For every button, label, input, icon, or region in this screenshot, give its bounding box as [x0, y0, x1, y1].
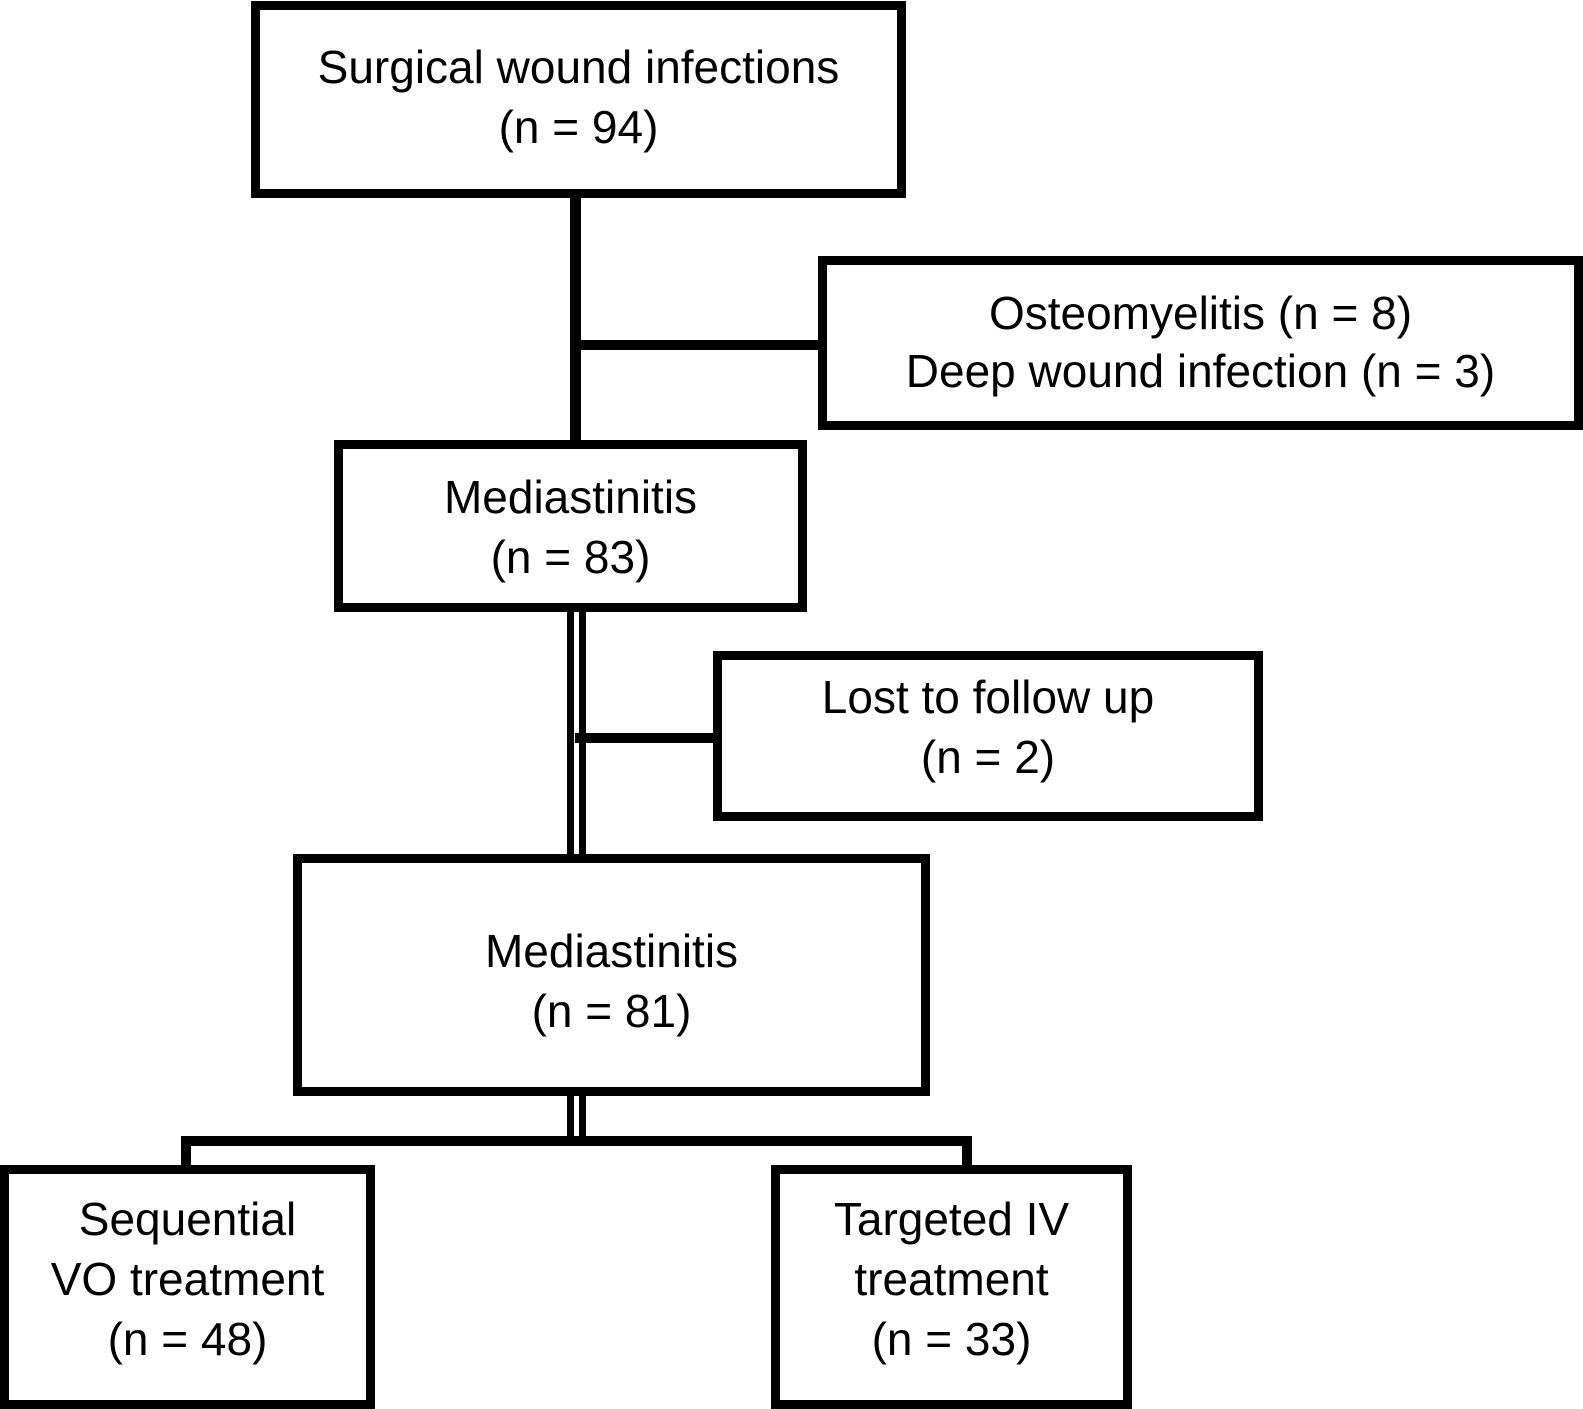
box-line-2: (n = 2) [920, 731, 1056, 783]
box-lost-to-follow-up: Lost to follow up (n = 2) [713, 651, 1263, 821]
connector-mid2-down-a [567, 1085, 574, 1145]
box-excluded-osteomyelitis-deep-wound: Osteomyelitis (n = 8) Deep wound infecti… [818, 256, 1583, 430]
connector-to-excluded-2 [575, 733, 718, 743]
connector-branch-horizontal [181, 1136, 972, 1146]
box-title: Mediastinitis [443, 471, 698, 523]
box-line-1: Sequential [78, 1193, 297, 1245]
box-line-1: Osteomyelitis (n = 8) [988, 287, 1413, 339]
box-count: (n = 94) [498, 101, 659, 153]
connector-mid2-down-b [579, 1085, 586, 1145]
connector-branch-left-drop [181, 1136, 191, 1174]
box-count: (n = 48) [107, 1313, 268, 1365]
box-line-1: Targeted IV [833, 1193, 1070, 1245]
box-title: Mediastinitis [484, 925, 739, 977]
box-line-2: Deep wound infection (n = 3) [905, 345, 1496, 397]
box-line-1: Lost to follow up [821, 671, 1155, 723]
box-line-2: treatment [854, 1253, 1049, 1305]
connector-mid1-to-mid2-a [567, 604, 574, 862]
box-sequential-vo-treatment: Sequential VO treatment (n = 48) [0, 1165, 375, 1409]
connector-to-excluded-1 [575, 340, 823, 350]
box-count: (n = 83) [490, 531, 651, 583]
box-mediastinitis-81: Mediastinitis (n = 81) [293, 854, 930, 1096]
box-targeted-iv-treatment: Targeted IV treatment (n = 33) [771, 1165, 1132, 1409]
connector-branch-right-drop [962, 1136, 972, 1174]
box-mediastinitis-83: Mediastinitis (n = 83) [334, 440, 807, 612]
box-count: (n = 33) [871, 1313, 1032, 1365]
box-title: Surgical wound infections [317, 41, 840, 93]
box-line-2: VO treatment [50, 1253, 325, 1305]
box-surgical-wound-infections: Surgical wound infections (n = 94) [251, 1, 906, 198]
box-count: (n = 81) [531, 985, 692, 1037]
connector-top-to-mid1 [570, 190, 581, 448]
